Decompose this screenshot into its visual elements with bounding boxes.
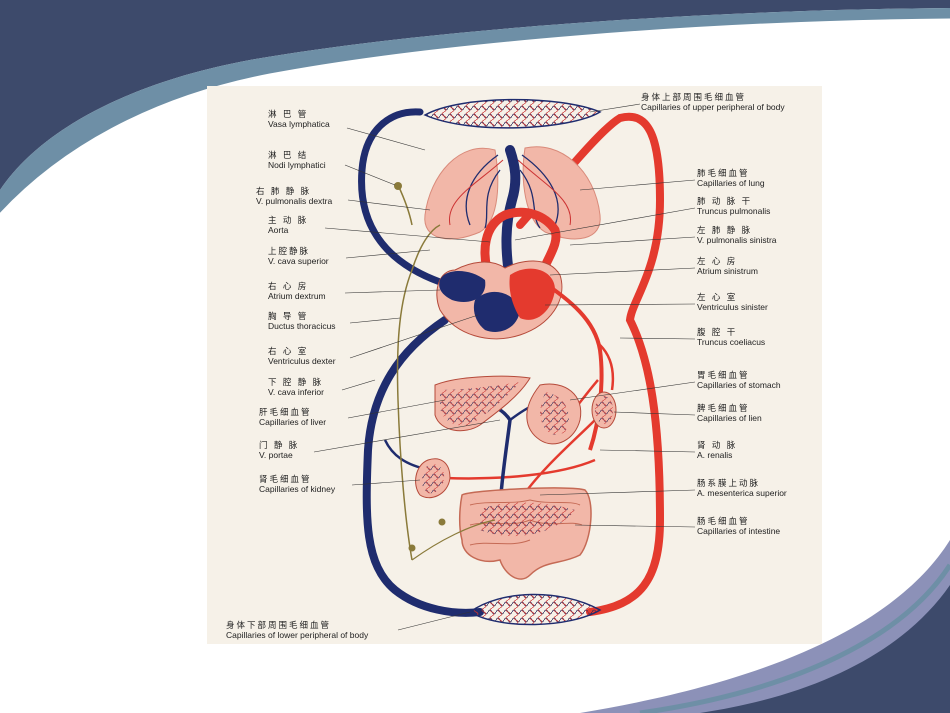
intestine-capillaries bbox=[480, 502, 575, 537]
top-left-dark-band bbox=[0, 0, 950, 190]
pulmonary-trunk bbox=[501, 145, 521, 285]
bottom-right-dark-band bbox=[700, 585, 950, 713]
lymph-node-lower-2 bbox=[438, 518, 446, 526]
vena-cava-outer-loop bbox=[358, 108, 444, 286]
aorta-outer-loop bbox=[516, 112, 665, 616]
right-lung bbox=[424, 147, 499, 240]
liver-capillaries bbox=[440, 382, 520, 426]
lower-capillary-bed bbox=[468, 593, 602, 626]
upper-capillary-bed bbox=[423, 98, 602, 129]
lymph-node-upper bbox=[394, 182, 402, 190]
aortic-arch bbox=[480, 207, 561, 285]
top-right-thin-line bbox=[0, 18, 950, 217]
inferior-vena-cava-loop bbox=[362, 316, 484, 617]
right-ventricle bbox=[473, 291, 520, 332]
right-atrium bbox=[439, 271, 486, 302]
lymph-node-lower-1 bbox=[408, 544, 416, 552]
bottom-right-light-line bbox=[639, 563, 950, 713]
thoracic-duct bbox=[396, 184, 441, 561]
left-lung bbox=[522, 146, 601, 240]
